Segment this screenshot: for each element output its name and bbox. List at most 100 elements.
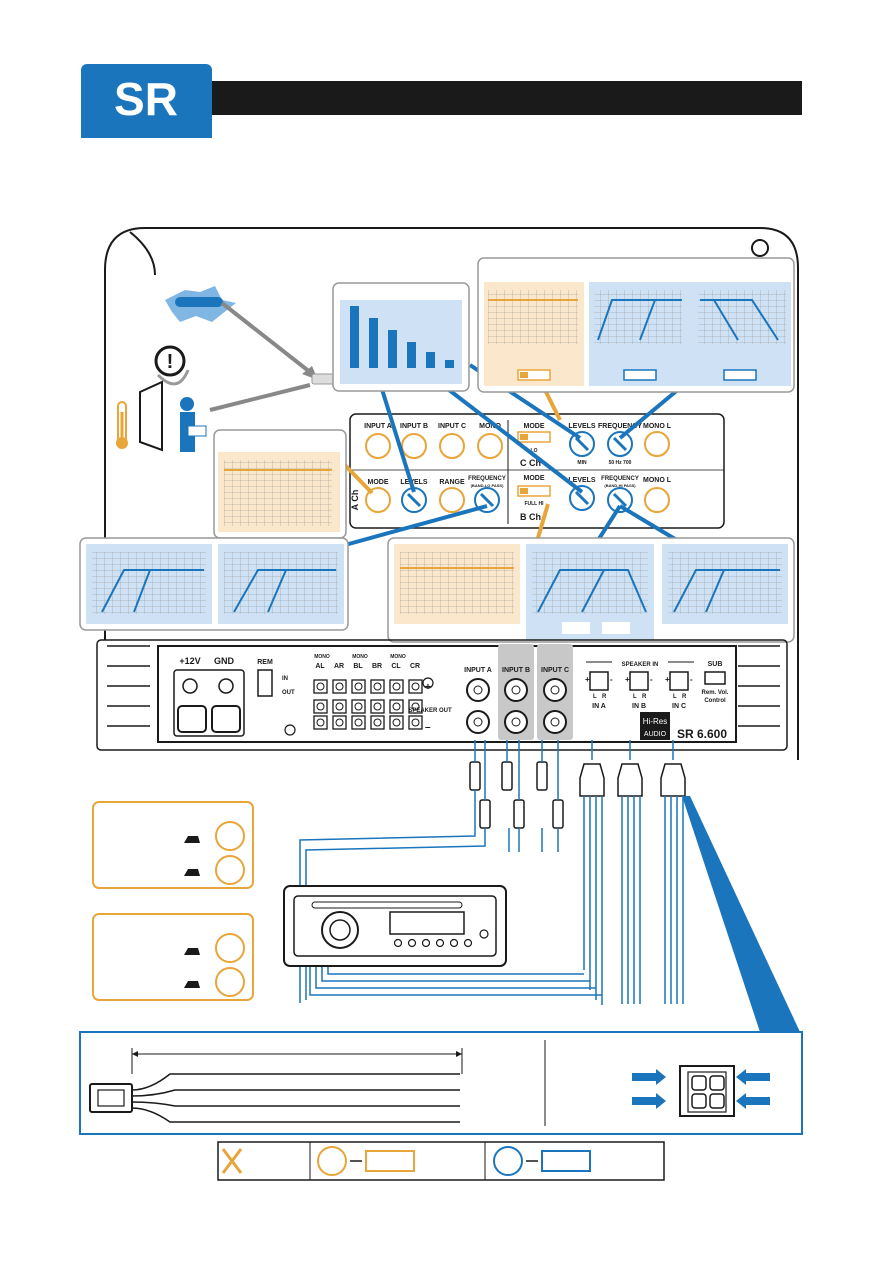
panel-label: LEVELS bbox=[568, 477, 596, 484]
levels-callout bbox=[332, 282, 470, 392]
panel-label: MONO L bbox=[643, 477, 672, 484]
connector-face bbox=[679, 1065, 735, 1117]
mono-bridge-label: MONO bbox=[352, 654, 368, 660]
speaker-out-terminal[interactable] bbox=[370, 679, 385, 694]
speaker-out-terminal[interactable] bbox=[332, 699, 347, 714]
speaker-out-terminal[interactable] bbox=[313, 679, 328, 694]
harness-zoom-wedge bbox=[682, 796, 800, 1032]
speaker-in-minus: - bbox=[690, 675, 693, 684]
speaker-out-terminal[interactable] bbox=[351, 679, 366, 694]
speaker-out-channel-label: BR bbox=[372, 663, 382, 670]
power-12v-terminal[interactable] bbox=[177, 705, 207, 733]
speaker-in-l: L bbox=[673, 694, 677, 700]
speaker-out-terminal[interactable] bbox=[389, 715, 404, 730]
panel-label: INPUT A bbox=[364, 423, 392, 430]
input-c-label: INPUT C bbox=[541, 667, 569, 674]
head-unit-volume-knob bbox=[321, 911, 359, 949]
speaker-in-plus: + bbox=[585, 675, 590, 684]
speaker-out-terminal[interactable] bbox=[351, 699, 366, 714]
speaker-in-port-label: IN C bbox=[672, 703, 686, 710]
speaker-out-terminal[interactable] bbox=[351, 715, 366, 730]
speaker-out-terminal[interactable] bbox=[389, 679, 404, 694]
legend-x-icon bbox=[221, 1148, 243, 1174]
input-b-knob[interactable] bbox=[401, 433, 427, 459]
speaker-in-port-label: IN A bbox=[592, 703, 606, 710]
panel-label: INPUT B bbox=[400, 423, 428, 430]
harness-plug bbox=[89, 1083, 133, 1113]
panel-label: MODE bbox=[524, 423, 545, 430]
speaker-in-l: L bbox=[593, 694, 597, 700]
panel-label: (BAND-LO PASS) bbox=[471, 483, 504, 488]
c-channel-label: C Ch bbox=[520, 458, 541, 468]
speaker-out-terminal[interactable] bbox=[389, 699, 404, 714]
c-mode-switch[interactable] bbox=[517, 431, 551, 443]
c-mono-knob[interactable] bbox=[644, 431, 670, 457]
callout-lines bbox=[344, 363, 687, 547]
speaker-in-port[interactable] bbox=[669, 671, 689, 691]
legend-orange-circle-icon bbox=[317, 1146, 347, 1176]
legend-blue-circle-icon bbox=[493, 1146, 523, 1176]
speaker-in-port[interactable] bbox=[589, 671, 609, 691]
speaker-out-terminal[interactable] bbox=[408, 715, 423, 730]
speaker-out-channel-label: AL bbox=[315, 663, 325, 670]
a-range-knob[interactable] bbox=[439, 487, 465, 513]
a-mode-callout bbox=[213, 429, 347, 539]
input-b-label: INPUT B bbox=[502, 667, 530, 674]
panel-label: (BAND-HI PASS) bbox=[604, 483, 636, 488]
speaker-out-terminal[interactable] bbox=[370, 715, 385, 730]
panel-label: LO bbox=[531, 448, 538, 454]
a-channel-label: A Ch bbox=[350, 490, 360, 511]
speaker-out-terminal[interactable] bbox=[313, 699, 328, 714]
b-mode-switch[interactable] bbox=[517, 485, 551, 497]
speaker-out-label: SPEAKER OUT bbox=[408, 708, 452, 714]
rca-cables bbox=[469, 761, 564, 829]
svg-text:!: ! bbox=[167, 351, 174, 373]
control-panel: INPUT A INPUT B INPUT C MONO MODE LEVELS… bbox=[349, 413, 725, 529]
mono-knob[interactable] bbox=[477, 433, 503, 459]
warning-icon bbox=[154, 345, 186, 377]
power-gnd-terminal[interactable] bbox=[211, 705, 241, 733]
speaker-out-terminal[interactable] bbox=[313, 715, 328, 730]
a-mode-knob[interactable] bbox=[365, 487, 391, 513]
input-c-knob[interactable] bbox=[439, 433, 465, 459]
sub-line1: Rem. Vol. bbox=[702, 690, 729, 696]
panel-label: MIN bbox=[577, 460, 587, 466]
speaker-out-channel-label: CR bbox=[410, 663, 420, 670]
panel-label: FREQUENCY bbox=[468, 476, 506, 482]
speaker-out-terminal[interactable] bbox=[408, 699, 423, 714]
speaker-in-plus: + bbox=[625, 675, 630, 684]
sub-line2: Control bbox=[704, 698, 726, 704]
speaker-out-terminal[interactable] bbox=[370, 699, 385, 714]
legend-orange-rect-icon bbox=[365, 1150, 415, 1172]
rem-terminal[interactable] bbox=[257, 669, 273, 697]
input-a-knob[interactable] bbox=[365, 433, 391, 459]
level-knob-1a bbox=[215, 821, 245, 851]
mono-bridge-label: MONO bbox=[314, 654, 330, 660]
speaker-out-terminal[interactable] bbox=[332, 715, 347, 730]
speaker-in-minus: - bbox=[610, 675, 613, 684]
speaker-out-channel-label: AR bbox=[334, 663, 344, 670]
speaker-out-terminal[interactable] bbox=[408, 679, 423, 694]
speaker-in-port[interactable] bbox=[629, 671, 649, 691]
speaker-out-terminal[interactable] bbox=[332, 679, 347, 694]
panel-label: RANGE bbox=[439, 479, 465, 486]
heatsink-icon bbox=[139, 380, 163, 452]
b-frequency-callout bbox=[387, 537, 795, 643]
harness-detail bbox=[79, 1031, 803, 1135]
speaker-in-plus: + bbox=[665, 675, 670, 684]
head-unit bbox=[283, 885, 507, 967]
panel-label: FULL HI bbox=[524, 501, 544, 507]
speaker-in-label: SPEAKER IN bbox=[622, 662, 659, 668]
hi-res-badge bbox=[640, 712, 670, 740]
model-label: SR 6.600 bbox=[677, 727, 727, 741]
sub-port[interactable] bbox=[704, 671, 726, 685]
c-mode-callout bbox=[477, 257, 795, 393]
sub-label: SUB bbox=[708, 661, 723, 668]
b-mono-knob[interactable] bbox=[644, 487, 670, 513]
level-knob-2b bbox=[215, 967, 245, 997]
panel-label: MONO bbox=[479, 423, 501, 430]
head-unit-display bbox=[389, 911, 465, 935]
speaker-in-r: R bbox=[682, 694, 687, 700]
rem-in-label: IN bbox=[282, 676, 288, 682]
